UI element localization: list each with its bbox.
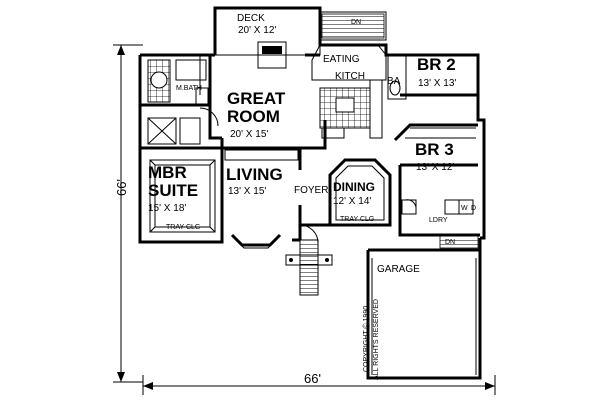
great-room-size: 20' X 15' — [230, 129, 268, 140]
deck-size: 20' X 12' — [238, 25, 276, 36]
interior-walls — [140, 55, 480, 252]
dimension-bottom-label: 66' — [304, 371, 321, 386]
dining-tray-ceiling-label: TRAY CLG — [340, 216, 374, 223]
mbr-size: 15' X 18' — [148, 203, 186, 214]
great-room-label-line1: GREAT — [227, 89, 286, 108]
washer-label: W — [461, 205, 468, 212]
mbr-label-line2: SUITE — [148, 181, 198, 200]
copyright-line2: ALL RIGHTS RESERVED — [373, 299, 380, 380]
living-bay-window — [224, 149, 299, 249]
mbr-tray-ceiling — [149, 159, 216, 233]
garage-door — [371, 258, 477, 375]
dining-label: DINING — [333, 180, 375, 194]
garage-stair-down: DN — [445, 239, 455, 246]
kitchen — [311, 44, 407, 139]
garage-label: GARAGE — [377, 264, 420, 275]
deck-stair-down: DN — [351, 19, 361, 26]
living-size: 13' X 15' — [228, 186, 266, 197]
eating-label: EATING — [323, 54, 360, 65]
mbr-tray-ceiling-label: TRAY CLG — [166, 224, 200, 231]
master-bath-label: M.BATH — [176, 85, 202, 92]
great-room-label-line2: ROOM — [227, 107, 280, 126]
dimension-left-label: 66' — [114, 179, 129, 196]
laundry-label: LDRY — [429, 217, 448, 224]
dimension-lines — [113, 44, 496, 395]
br2-label: BR 2 — [417, 55, 456, 74]
dryer-label: D — [471, 205, 476, 212]
bath-label: BA — [387, 76, 401, 87]
kitchen-label: KITCH — [335, 71, 365, 82]
hall-closets — [199, 55, 476, 139]
foyer-label: FOYER — [294, 185, 328, 196]
deck — [214, 7, 387, 69]
copyright-line1: COPYRIGHT © 1990 — [362, 306, 370, 372]
dining-tray-ceiling — [335, 165, 385, 221]
laundry — [401, 199, 479, 249]
br2-size: 13' X 13' — [418, 78, 456, 89]
br3-label: BR 3 — [415, 140, 454, 159]
living-label: LIVING — [226, 165, 283, 184]
br3-size: 13' X 12' — [416, 162, 454, 173]
dining-size: 12' X 14' — [333, 196, 371, 207]
deck-label: DECK — [237, 13, 265, 24]
master-bath — [147, 59, 219, 145]
mbr-label-line1: MBR — [148, 163, 187, 182]
entry-steps — [285, 224, 333, 296]
